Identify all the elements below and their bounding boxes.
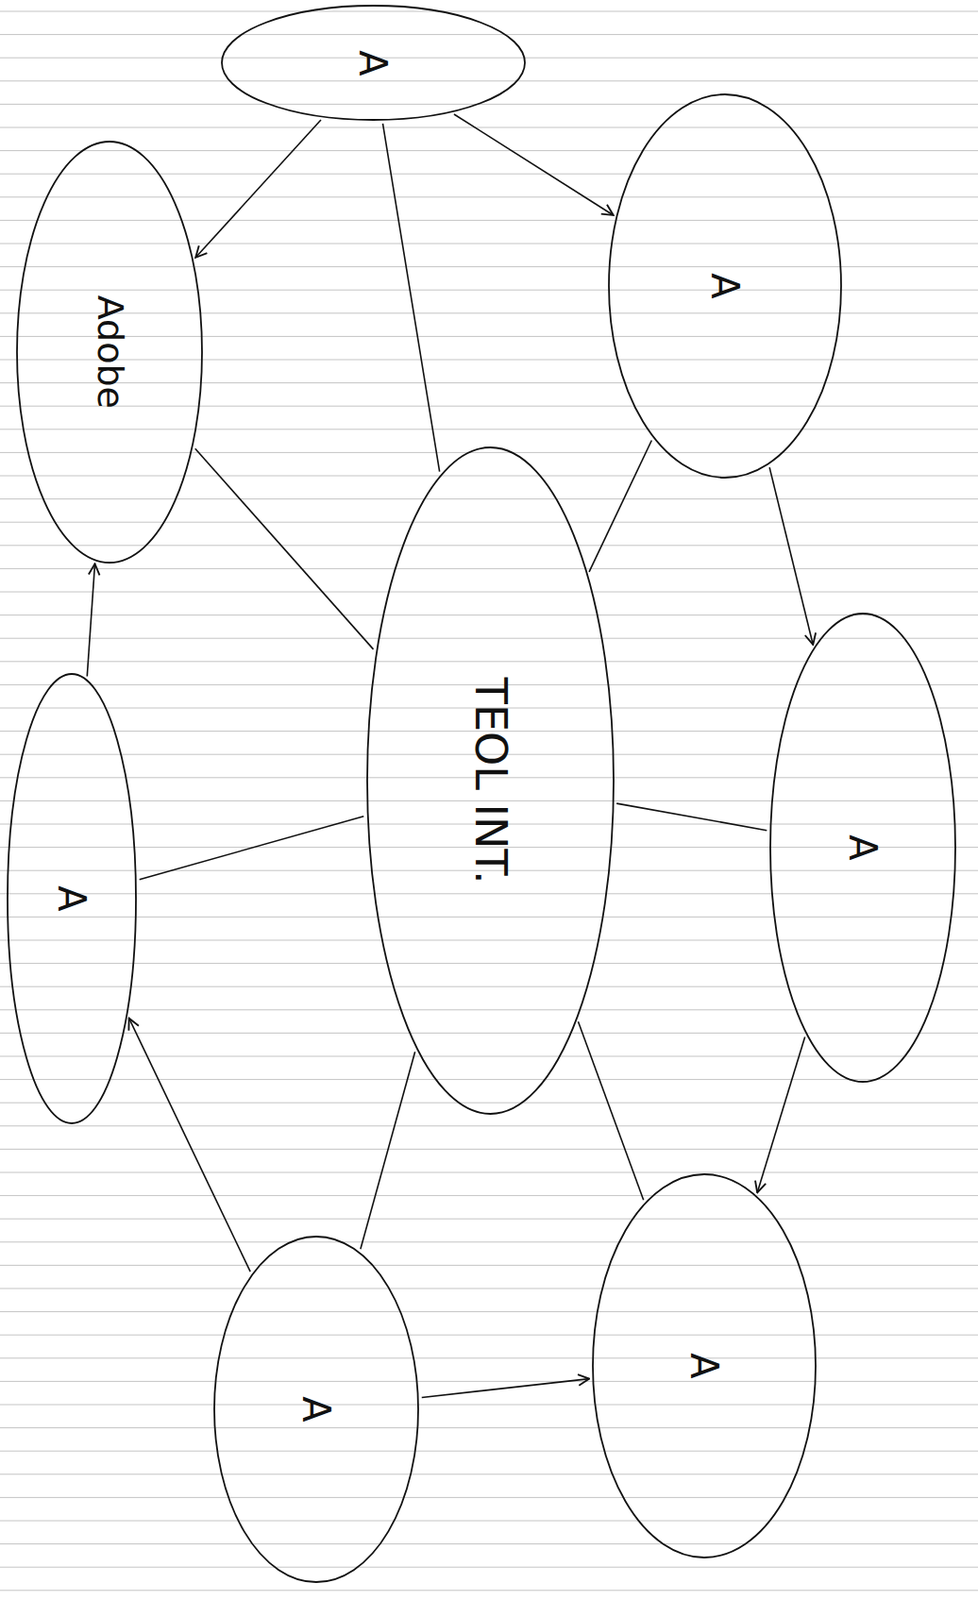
paper-rule	[0, 150, 978, 152]
paper-rule	[0, 660, 978, 662]
paper-rule	[0, 1473, 978, 1475]
paper-rule	[0, 80, 978, 82]
paper-rule	[0, 893, 978, 894]
paper-rule	[0, 127, 978, 129]
paper-rule	[0, 1427, 978, 1429]
paper-rule	[0, 1288, 978, 1290]
paper-rule	[0, 1334, 978, 1336]
ellipse-border	[608, 94, 842, 478]
arrow-connector	[129, 1018, 252, 1272]
paper-rule	[0, 614, 978, 616]
node-text: A	[683, 1352, 726, 1379]
arrow-connector	[757, 1036, 805, 1193]
arrow-connector	[454, 114, 614, 216]
ellipse-border	[770, 613, 956, 1082]
paper-rule	[0, 1497, 978, 1499]
spoke-line	[616, 803, 767, 831]
ellipse-border	[16, 141, 203, 563]
paper-rule	[0, 1009, 978, 1011]
arrow-connector	[421, 1379, 591, 1399]
paper-rule	[0, 173, 978, 175]
arrow-connector	[195, 119, 321, 258]
ellipse-border	[7, 674, 136, 1124]
paper-rule	[0, 1381, 978, 1383]
paper-rule	[0, 1102, 978, 1104]
paper-rule	[0, 1450, 978, 1452]
paper-rule	[0, 266, 978, 268]
paper-rule	[0, 1172, 978, 1174]
paper-rule	[0, 452, 978, 454]
paper-rule	[0, 382, 978, 384]
paper-rule	[0, 428, 978, 430]
paper-rule	[0, 336, 978, 338]
arrow-connector	[769, 467, 813, 645]
node-text: A	[50, 885, 93, 911]
node-text: Adobe	[89, 295, 130, 409]
node-text: A	[704, 272, 746, 299]
paper-rule	[0, 498, 978, 500]
ellipse-node: A	[5, 672, 138, 1126]
paper-rule	[0, 1520, 978, 1522]
paper-rule	[0, 1264, 978, 1266]
ellipse-border	[221, 5, 525, 120]
paper-rule	[0, 243, 978, 245]
paper-rule	[0, 940, 978, 942]
paper-rule	[0, 1079, 978, 1080]
paper-rule	[0, 475, 978, 477]
paper-rule	[0, 916, 978, 918]
paper-rule	[0, 196, 978, 198]
paper-rule	[0, 312, 978, 314]
paper-rule	[0, 405, 978, 407]
node-text: A	[295, 1396, 338, 1422]
ellipse-node: Adobe	[15, 139, 204, 565]
paper-rule	[0, 522, 978, 523]
ellipse-node: A	[219, 3, 527, 122]
ellipse-border	[592, 1174, 816, 1558]
paper-rule	[0, 1589, 978, 1591]
connectors	[86, 114, 813, 1398]
paper-rule	[0, 986, 978, 988]
ellipse-node: A	[768, 611, 958, 1084]
node-text: A	[842, 834, 884, 860]
paper-rule	[0, 103, 978, 105]
ellipse-node: A	[607, 92, 844, 480]
ellipse-border	[214, 1236, 419, 1583]
paper-rule	[0, 289, 978, 291]
arrow-connector	[86, 563, 95, 676]
spoke-line	[577, 1021, 643, 1200]
paper-rule	[0, 1404, 978, 1406]
spoke-line	[382, 123, 439, 473]
paper-rule	[0, 591, 978, 593]
paper-rule	[0, 962, 978, 964]
paper-rule	[0, 1311, 978, 1313]
spoke-line	[589, 440, 652, 573]
paper-rule	[0, 1241, 978, 1243]
paper-rule	[0, 1218, 978, 1220]
paper-rule	[0, 1567, 978, 1569]
paper-rule	[0, 1195, 978, 1197]
spoke-line	[139, 816, 365, 880]
paper-rule	[0, 1357, 978, 1359]
node-text: A	[352, 50, 394, 76]
paper-rule	[0, 11, 978, 13]
paper-rule	[0, 1148, 978, 1150]
ellipse-border	[367, 447, 614, 1114]
paper-rule	[0, 1032, 978, 1034]
ellipse-node: A	[212, 1234, 421, 1585]
central-ellipse: TEOL INT.	[365, 445, 616, 1116]
paper-rule	[0, 57, 978, 59]
node-text: TEOL INT.	[466, 677, 515, 885]
ellipse-node: A	[590, 1172, 818, 1560]
spoke-line	[360, 1051, 416, 1249]
paper-rule	[0, 1543, 978, 1545]
paper-rule	[0, 568, 978, 570]
paper-rule	[0, 219, 978, 221]
spoke-line	[195, 448, 374, 650]
paper-rule	[0, 33, 978, 35]
paper-rule	[0, 1125, 978, 1127]
paper-rule	[0, 638, 978, 640]
